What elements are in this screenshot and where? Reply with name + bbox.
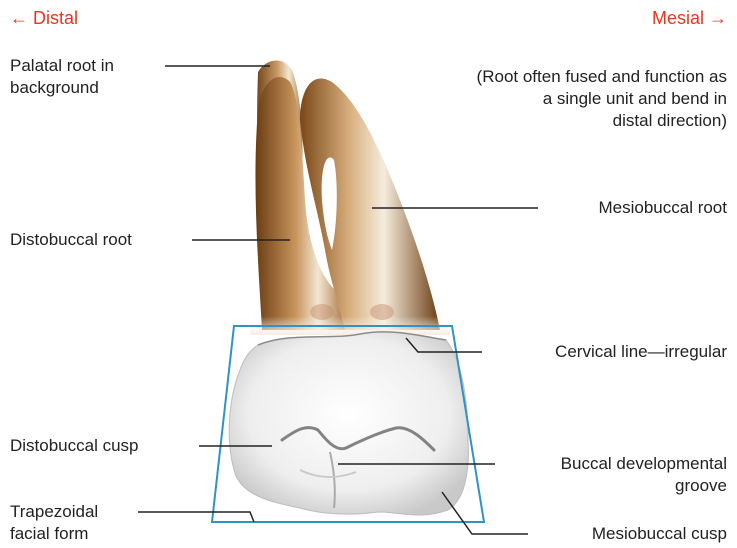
root-fusion-note-line1: (Root often fused and function as xyxy=(477,66,727,88)
distobuccal-root-label: Distobuccal root xyxy=(10,229,132,251)
distobuccal-cusp-label: Distobuccal cusp xyxy=(10,435,139,457)
root-fusion-note-line3: distal direction) xyxy=(477,110,727,132)
palatal-root-label-line1: Palatal root in xyxy=(10,55,114,77)
crown xyxy=(229,332,468,515)
palatal-root-label: Palatal root in background xyxy=(10,55,114,99)
mesiobuccal-cusp-label: Mesiobuccal cusp xyxy=(592,523,727,545)
buccal-groove-label: Buccal developmental groove xyxy=(561,453,727,497)
trapezoidal-form-label: Trapezoidal facial form xyxy=(10,501,98,545)
buccal-groove-label-line1: Buccal developmental xyxy=(561,453,727,475)
palatal-root-label-line2: background xyxy=(10,77,114,99)
mesiobuccal-root-label: Mesiobuccal root xyxy=(598,197,727,219)
root-cervical-fade xyxy=(250,260,450,335)
distal-direction-label: ← Distal xyxy=(10,8,78,29)
trapezoidal-form-label-line2: facial form xyxy=(10,523,98,545)
buccal-groove-label-line2: groove xyxy=(561,475,727,497)
root-fusion-note-line2: a single unit and bend in xyxy=(477,88,727,110)
mesial-direction-label: Mesial → xyxy=(652,8,727,29)
root-fusion-note: (Root often fused and function as a sing… xyxy=(477,66,727,132)
cervical-blush-left xyxy=(310,304,334,320)
trapezoidal-form-label-line1: Trapezoidal xyxy=(10,501,98,523)
cervical-line-label: Cervical line—irregular xyxy=(555,341,727,363)
leader-trapezoidal xyxy=(138,512,254,522)
cervical-blush-right xyxy=(370,304,394,320)
